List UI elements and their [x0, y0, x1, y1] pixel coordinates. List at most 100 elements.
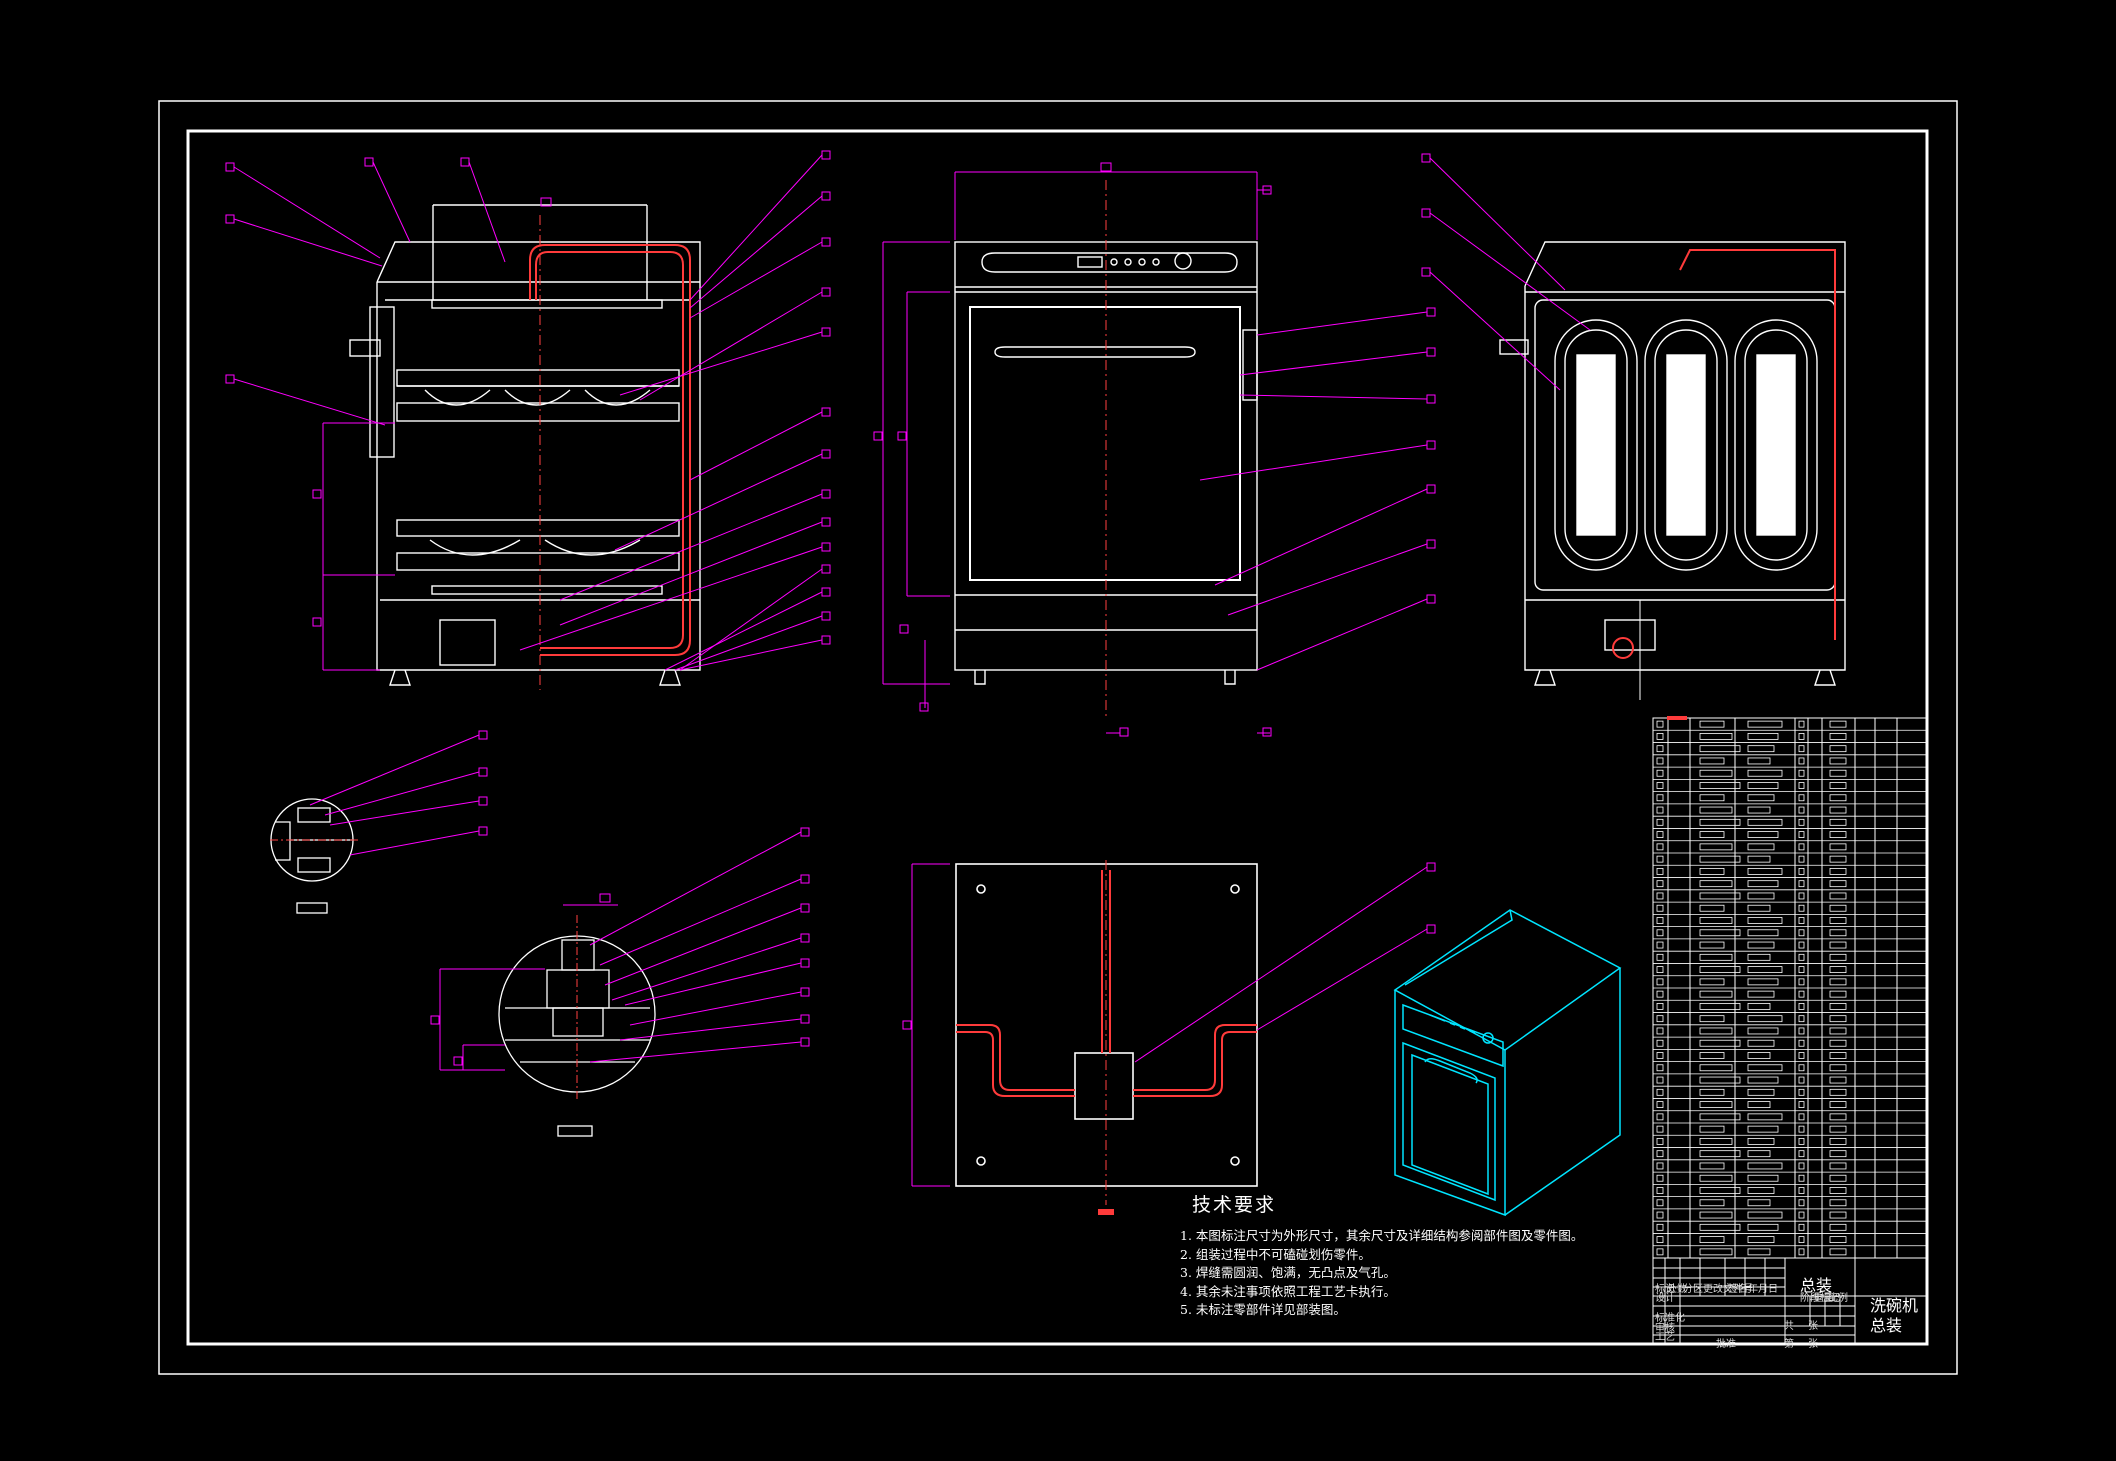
bom-cell-mark [1798, 1187, 1805, 1194]
bom-cell-mark [1699, 1101, 1733, 1108]
bom-cell-mark [1656, 1027, 1664, 1035]
bom-cell-mark [1829, 757, 1847, 765]
bom-cell-mark [1656, 831, 1664, 838]
bom-cell-mark [1747, 990, 1775, 998]
bom-cell-mark [1747, 831, 1779, 838]
bom-cell-mark [1747, 733, 1779, 740]
bom-cell-mark [1656, 745, 1664, 753]
title-block-drawing-name: 洗碗机总装 [1870, 1296, 1919, 1335]
rear-view [1499, 241, 1846, 686]
bom-cell-mark [1747, 929, 1779, 937]
bom-cell-mark [1798, 892, 1805, 900]
bom-cell-mark [1747, 843, 1775, 851]
tech-requirement-item: 4. 其余未注事项依照工程工艺卡执行。 [1180, 1283, 1396, 1299]
bom-cell-mark [1747, 855, 1771, 863]
outer-frame [158, 100, 1958, 1375]
bom-cell-mark [1829, 868, 1847, 875]
bom-cell-mark [1699, 917, 1733, 924]
bom-cell-mark [1699, 745, 1741, 753]
bom-cell-mark [1747, 1088, 1775, 1096]
bom-cell-mark [1699, 1076, 1741, 1084]
bom-cell-mark [1798, 1162, 1805, 1170]
technical-requirements: 技术要求 1. 本图标注尺寸为外形尺寸，其余尺寸及详细结构参阅部件图及零件图。 … [1180, 1190, 1660, 1320]
bom-cell-mark [1798, 794, 1805, 802]
bom-cell-mark [1747, 1076, 1779, 1084]
bom-cell-mark [1829, 1125, 1847, 1133]
bom-cell-mark [1656, 843, 1664, 851]
bom-cell-mark [1699, 1138, 1733, 1145]
title-block-label: 工艺 [1655, 1332, 1675, 1343]
bom-cell-mark [1798, 1088, 1805, 1096]
bom-cell-mark [1747, 806, 1771, 814]
title-block-label: 处数 [1667, 1284, 1687, 1295]
bom-cell-mark [1656, 1150, 1664, 1158]
bom-cell-mark [1747, 1187, 1775, 1194]
bom-cell-mark [1829, 1052, 1847, 1059]
bom-cell-mark [1798, 1027, 1805, 1035]
bom-cell-mark [1747, 978, 1779, 986]
bom-cell-mark [1829, 880, 1847, 888]
title-block-label: 张 [1808, 1339, 1818, 1350]
bom-cell-mark [1699, 794, 1725, 802]
bom-cell-mark [1829, 917, 1847, 924]
bom-cell-mark [1798, 929, 1805, 937]
bom-cell-mark [1699, 1113, 1741, 1121]
bom-cell-mark [1829, 1150, 1847, 1158]
bom-cell-mark [1699, 892, 1741, 900]
inner-frame [186, 129, 1929, 1346]
bom-cell-mark [1747, 1199, 1771, 1207]
bom-cell-mark [1747, 1003, 1771, 1010]
bom-cell-mark [1798, 745, 1805, 753]
bom-cell-mark [1656, 769, 1664, 777]
bom-cell-mark [1798, 855, 1805, 863]
bom-cell-mark [1699, 1088, 1725, 1096]
bom-cell-mark [1656, 978, 1664, 986]
bom-cell-mark [1747, 1211, 1783, 1219]
bom-cell-mark [1656, 953, 1664, 961]
base-plate-pipes [956, 870, 1257, 1097]
bom-cell-mark [1798, 880, 1805, 888]
bom-cell-mark [1699, 1150, 1741, 1158]
tech-requirement-item: 1. 本图标注尺寸为外形尺寸，其余尺寸及详细结构参阅部件图及零件图。 [1180, 1228, 1584, 1243]
rear-view-leaders [1421, 153, 1591, 391]
bom-cell-mark [1699, 941, 1725, 949]
bom-cell-mark [1798, 1150, 1805, 1158]
bom-cell-mark [1798, 1211, 1805, 1219]
title-block-label: 重量 [1813, 1293, 1833, 1304]
bom-cell-mark [1656, 917, 1664, 924]
bom-cell-mark [1829, 806, 1847, 814]
bom-cell-mark [1747, 794, 1775, 802]
bom-cell-mark [1699, 966, 1741, 973]
bom-cell-mark [1747, 1027, 1779, 1035]
bom-cell-mark [1747, 745, 1775, 753]
title-block-label: 标准化 [1655, 1313, 1685, 1324]
bom-cell-mark [1656, 1162, 1664, 1170]
bom-cell-mark [1699, 1003, 1741, 1010]
base-plate-dimensions [902, 862, 1436, 1187]
bom-cell-mark [1829, 794, 1847, 802]
bom-cell-mark [1798, 1052, 1805, 1059]
bom-cell-mark [1656, 1199, 1664, 1207]
bom-cell-mark [1656, 1088, 1664, 1096]
title-block [1652, 1257, 1928, 1345]
isometric-view [1393, 909, 1622, 1217]
detail-b-dimensions [430, 893, 618, 1071]
bom-cell-mark [1747, 818, 1783, 826]
detail-a-leaders [309, 730, 488, 856]
bom-cell-mark [1656, 1211, 1664, 1219]
bom-cell-mark [1798, 978, 1805, 986]
title-block-label: 更改文件号 [1703, 1284, 1753, 1295]
bom-cell-mark [1747, 1150, 1771, 1158]
bom-cell-mark [1798, 1015, 1805, 1023]
bom-cell-mark [1829, 769, 1847, 777]
bom-cell-mark [1829, 1015, 1847, 1023]
bom-cell-mark [1699, 1039, 1741, 1047]
bom-cell-mark [1829, 1003, 1847, 1010]
bom-cell-mark [1747, 1113, 1783, 1121]
bom-cell-mark [1656, 1236, 1664, 1243]
bom-cell-mark [1829, 1236, 1847, 1243]
bom-cell-mark [1829, 733, 1847, 740]
bom-cell-mark [1829, 782, 1847, 789]
bom-cell-mark [1699, 1064, 1733, 1072]
bom-cell-mark [1656, 806, 1664, 814]
